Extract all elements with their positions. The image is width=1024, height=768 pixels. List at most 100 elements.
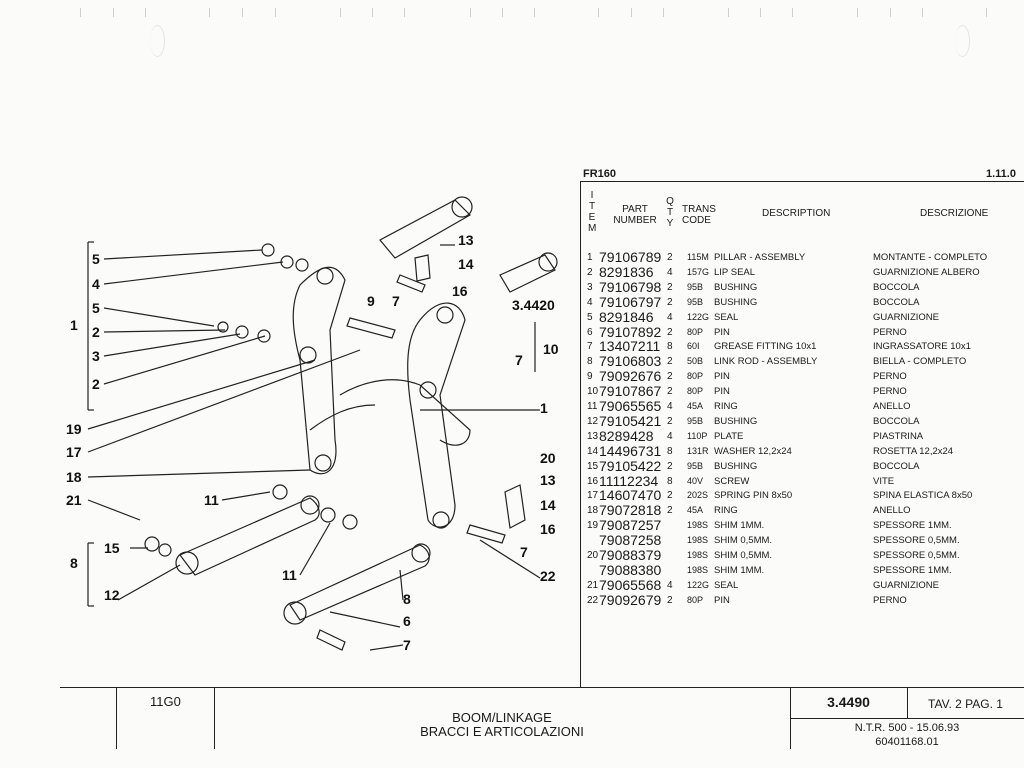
- item-cell: 9: [587, 371, 593, 383]
- qty-cell: 8: [667, 341, 673, 353]
- title-english: BOOM/LINKAGE: [452, 710, 552, 725]
- description-cell: SEAL: [714, 311, 739, 323]
- part-number-cell: 79106789: [599, 249, 662, 265]
- callout-1b: 1: [540, 400, 548, 416]
- part-number-cell: 79088380: [599, 561, 662, 578]
- descrizione-cell: PERNO: [873, 371, 907, 383]
- item-cell: 8: [587, 356, 593, 368]
- callout-5a: 5: [92, 251, 100, 267]
- table-page-ref: TAV. 2 PAG. 1: [928, 697, 1003, 711]
- callout-12: 12: [104, 587, 120, 603]
- callout-8b: 8: [403, 591, 411, 607]
- callout-18: 18: [66, 469, 82, 485]
- item-cell: 7: [587, 341, 593, 353]
- qty-cell: 2: [667, 356, 673, 368]
- qty-cell: 4: [667, 430, 673, 442]
- trans-code-cell: 80P: [687, 594, 704, 605]
- part-number-cell: 79092676: [599, 368, 662, 385]
- col-description-header: DESCRIPTION: [762, 208, 831, 219]
- callout-21: 21: [66, 492, 82, 508]
- item-cell: 14: [587, 445, 599, 457]
- callout-9: 9: [367, 293, 375, 309]
- descrizione-cell: SPINA ELASTICA 8x50: [873, 490, 973, 502]
- trans-code-cell: 95B: [687, 281, 704, 292]
- qty-cell: 4: [667, 266, 673, 278]
- callout-5b: 5: [92, 300, 100, 316]
- callout-11a: 11: [204, 492, 219, 508]
- descrizione-cell: ROSETTA 12,2x24: [873, 445, 954, 457]
- callout-15: 15: [104, 540, 120, 556]
- description-cell: RING: [714, 401, 738, 412]
- descrizione-cell: VITE: [873, 475, 895, 487]
- exploded-view-diagram: 5 4 5 1 2 3 2 19 17 18 21 11 15 8 12 13 …: [66, 196, 559, 653]
- trans-code-cell: 95B: [687, 415, 704, 426]
- trans-code-cell: 45A: [687, 505, 704, 516]
- model-label: FR160: [583, 168, 617, 180]
- description-cell: PLATE: [714, 430, 744, 442]
- part-number-cell: 11112234: [599, 472, 659, 489]
- descrizione-cell: SPESSORE 1MM.: [873, 520, 952, 532]
- item-cell: 22: [587, 594, 599, 606]
- trans-code-cell: 198S: [687, 564, 709, 575]
- description-cell: PIN: [714, 371, 730, 383]
- item-cell: 10: [587, 386, 599, 398]
- descrizione-cell: PIASTRINA: [873, 430, 924, 442]
- descrizione-cell: BIELLA - COMPLETO: [873, 356, 967, 368]
- callout-13b: 13: [540, 472, 556, 488]
- item-cell: 21: [587, 579, 599, 591]
- part-number-cell: 79087257: [599, 517, 662, 534]
- descrizione-cell: ANELLO: [873, 505, 911, 517]
- callout-2b: 2: [92, 376, 100, 392]
- qty-cell: 8: [667, 445, 673, 457]
- qty-cell: 8: [667, 475, 673, 487]
- trans-code-cell: 202S: [687, 490, 709, 501]
- description-cell: PILLAR - ASSEMBLY: [714, 252, 806, 263]
- callout-17: 17: [66, 444, 82, 460]
- part-number-cell: 79106798: [599, 278, 662, 295]
- callout-19: 19: [66, 421, 82, 437]
- description-cell: BUSHING: [714, 415, 758, 427]
- group-code: 11G0: [150, 694, 181, 709]
- qty-cell: 4: [667, 579, 673, 591]
- description-cell: SHIM 1MM.: [714, 564, 765, 576]
- description-cell: RING: [714, 505, 738, 517]
- ntr-reference: N.T.R. 500 - 15.06.93: [854, 722, 960, 734]
- item-cell: 12: [587, 415, 599, 427]
- callout-14b: 14: [540, 497, 556, 513]
- part-number-cell: 79107867: [599, 383, 662, 400]
- descrizione-cell: INGRASSATORE 10x1: [873, 341, 971, 353]
- part-number-cell: 13407211: [599, 338, 661, 355]
- description-cell: BUSHING: [714, 460, 758, 472]
- callout-16b: 16: [540, 521, 556, 537]
- part-number-cell: 79105422: [599, 457, 662, 474]
- part-number-cell: 79065565: [599, 398, 662, 414]
- section-number: 1.11.0: [986, 168, 1016, 180]
- part-number-cell: 79072818: [599, 502, 662, 519]
- part-number-cell: 79106803: [599, 353, 662, 370]
- qty-cell: 4: [667, 311, 673, 323]
- item-cell: 5: [587, 311, 593, 323]
- callout-20: 20: [540, 450, 556, 466]
- col-part-number-header: PART NUMBER: [613, 204, 657, 226]
- qty-cell: 2: [667, 460, 673, 472]
- item-cell: 20: [587, 550, 599, 561]
- descrizione-cell: MONTANTE - COMPLETO: [873, 252, 988, 263]
- description-cell: SHIM 1MM.: [714, 520, 765, 532]
- trans-code-cell: 198S: [687, 550, 709, 560]
- callout-8a: 8: [70, 555, 78, 571]
- description-cell: PIN: [714, 326, 730, 338]
- description-cell: SHIM 0,5MM.: [714, 535, 773, 547]
- descrizione-cell: PERNO: [873, 594, 907, 606]
- trans-code-cell: 110P: [687, 430, 708, 441]
- qty-cell: 2: [667, 386, 673, 398]
- trans-code-cell: 131R: [687, 445, 709, 456]
- callout-1: 1: [70, 317, 78, 333]
- item-cell: 6: [587, 326, 593, 338]
- trans-code-cell: 122G: [687, 579, 710, 590]
- part-number-cell: 79088379: [599, 547, 662, 563]
- trans-code-cell: 157G: [687, 266, 710, 277]
- qty-cell: 2: [667, 594, 673, 606]
- part-number-cell: 79105421: [599, 412, 662, 429]
- qty-cell: 2: [667, 505, 673, 517]
